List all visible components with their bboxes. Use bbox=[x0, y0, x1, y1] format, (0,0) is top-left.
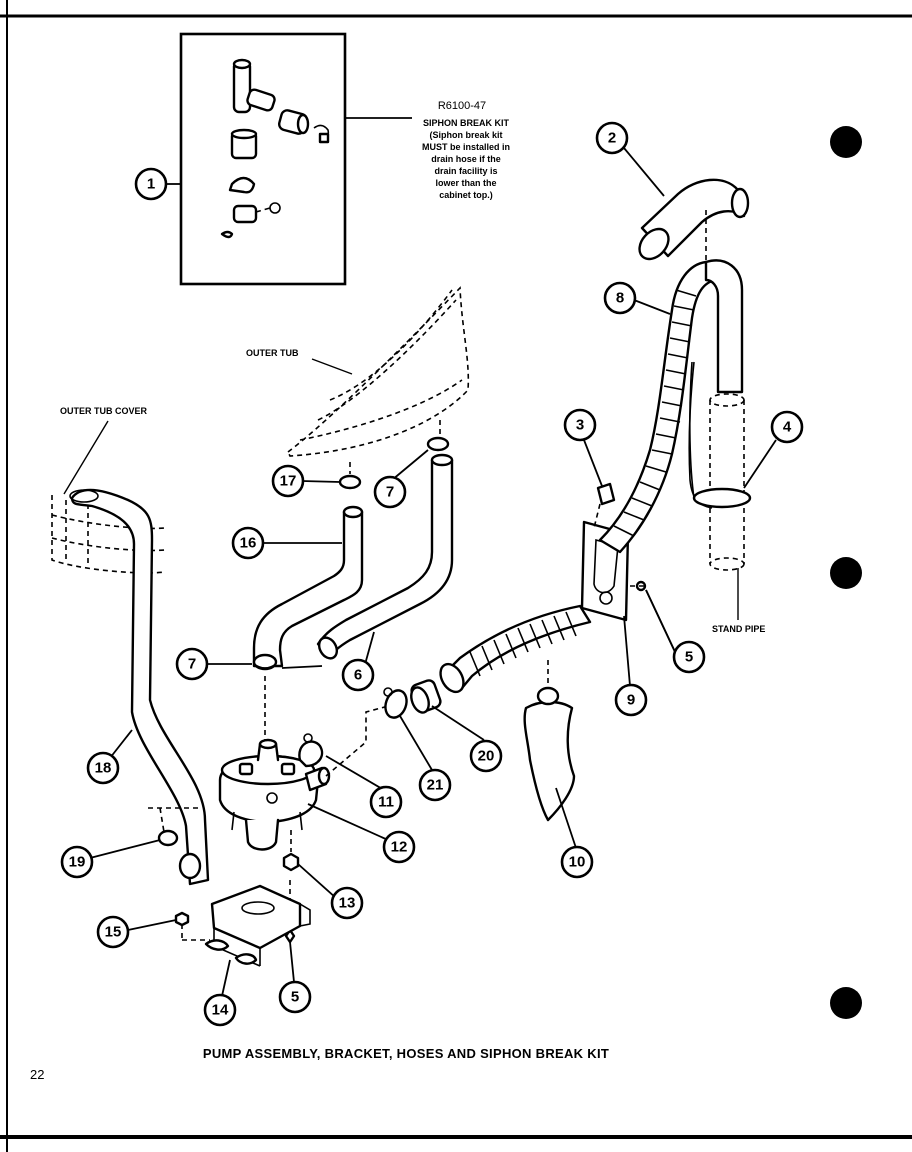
svg-text:5: 5 bbox=[685, 649, 693, 666]
siphon-kit-box bbox=[179, 32, 347, 286]
outer-tub-label: OUTER TUB bbox=[246, 348, 299, 358]
binder-hole-top bbox=[830, 126, 862, 158]
svg-text:17: 17 bbox=[280, 473, 297, 490]
page-title: PUMP ASSEMBLY, BRACKET, HOSES AND SIPHON… bbox=[202, 1046, 610, 1061]
page-number: 22 bbox=[30, 1067, 45, 1082]
svg-text:16: 16 bbox=[240, 535, 257, 552]
callout-6: 6 bbox=[341, 658, 375, 692]
kit-note-line-5: drain facility is bbox=[434, 166, 497, 176]
svg-text:15: 15 bbox=[105, 924, 122, 941]
clamp-7-upper bbox=[426, 436, 450, 452]
hose-guide-10 bbox=[523, 660, 576, 822]
elbow-2 bbox=[638, 178, 750, 262]
svg-text:20: 20 bbox=[478, 748, 495, 765]
svg-text:7: 7 bbox=[188, 656, 196, 673]
clamp-19 bbox=[148, 807, 200, 847]
callout-7-lower: 7 bbox=[175, 647, 209, 681]
coupling-20 bbox=[410, 679, 442, 714]
svg-text:18: 18 bbox=[95, 760, 112, 777]
pump-outlet-dashes bbox=[325, 703, 397, 777]
callout-1: 1 bbox=[134, 167, 168, 201]
svg-text:21: 21 bbox=[427, 777, 444, 794]
svg-text:6: 6 bbox=[354, 667, 362, 684]
strap-4 bbox=[689, 361, 752, 509]
outer-tub-cover-leader bbox=[63, 420, 109, 495]
callout-19: 19 bbox=[60, 845, 94, 879]
clamp-17 bbox=[338, 462, 362, 490]
kit-note: SIPHON BREAK KIT (Siphon break kit MUST … bbox=[422, 118, 510, 200]
kit-note-line-3: MUST be installed in bbox=[422, 142, 510, 152]
svg-text:5: 5 bbox=[291, 989, 299, 1006]
callout-18: 18 bbox=[86, 751, 120, 785]
callout-14: 14 bbox=[203, 993, 237, 1027]
outer-tub-cover bbox=[51, 495, 166, 574]
kit-note-line-7: cabinet top.) bbox=[439, 190, 493, 200]
callout-13: 13 bbox=[330, 886, 364, 920]
callout-10: 10 bbox=[560, 845, 594, 879]
callout-16: 16 bbox=[231, 526, 265, 560]
hose-18 bbox=[70, 488, 210, 886]
clip-3 bbox=[593, 482, 616, 529]
callout-2: 2 bbox=[595, 121, 629, 155]
callout-11: 11 bbox=[369, 785, 403, 819]
callout-9: 9 bbox=[614, 683, 648, 717]
kit-note-line-4: drain hose if the bbox=[431, 154, 501, 164]
svg-text:1: 1 bbox=[147, 176, 155, 193]
clamp-7-lower bbox=[252, 653, 278, 760]
callout-15: 15 bbox=[96, 915, 130, 949]
kit-note-line-2: (Siphon break kit bbox=[429, 130, 502, 140]
callout-4: 4 bbox=[770, 410, 804, 444]
svg-text:2: 2 bbox=[608, 130, 616, 147]
svg-text:7: 7 bbox=[386, 484, 394, 501]
kit-part-number: R6100-47 bbox=[438, 100, 486, 112]
svg-text:12: 12 bbox=[391, 839, 408, 856]
callout-21: 21 bbox=[418, 768, 452, 802]
svg-text:10: 10 bbox=[569, 854, 586, 871]
svg-text:8: 8 bbox=[616, 290, 624, 307]
hose-18-end bbox=[178, 852, 202, 880]
outer-tub-leader bbox=[311, 358, 353, 375]
svg-text:13: 13 bbox=[339, 895, 356, 912]
hose-16 bbox=[252, 510, 364, 668]
outer-tub-cover-label: OUTER TUB COVER bbox=[60, 406, 148, 416]
callout-5-upper: 5 bbox=[672, 640, 706, 674]
clamp-21 bbox=[383, 687, 408, 719]
drain-hose-9 bbox=[439, 604, 592, 694]
siphon-break-kit bbox=[179, 32, 347, 286]
pump-12 bbox=[218, 738, 331, 851]
screw-15 bbox=[174, 911, 210, 941]
callout-8: 8 bbox=[603, 281, 637, 315]
stand-pipe bbox=[709, 393, 745, 571]
svg-text:19: 19 bbox=[69, 854, 86, 871]
binder-hole-middle bbox=[830, 557, 862, 589]
svg-text:9: 9 bbox=[627, 692, 635, 709]
svg-text:14: 14 bbox=[212, 1002, 229, 1019]
bracket-14 bbox=[204, 884, 311, 967]
outer-tub bbox=[286, 286, 470, 457]
callout-17: 17 bbox=[271, 464, 305, 498]
callout-7-upper: 7 bbox=[373, 475, 407, 509]
kit-note-line-1: SIPHON BREAK KIT bbox=[423, 118, 510, 128]
callout-20: 20 bbox=[469, 739, 503, 773]
clamp-11 bbox=[298, 733, 324, 768]
binder-hole-bottom bbox=[830, 987, 862, 1019]
callout-3: 3 bbox=[563, 408, 597, 442]
callout-12: 12 bbox=[382, 830, 416, 864]
callout-5-lower: 5 bbox=[278, 980, 312, 1014]
kit-note-line-6: lower than the bbox=[435, 178, 496, 188]
stand-pipe-label: STAND PIPE bbox=[712, 624, 765, 634]
screw-5-upper bbox=[630, 580, 647, 592]
svg-text:4: 4 bbox=[783, 419, 792, 436]
nut-13 bbox=[282, 830, 300, 872]
svg-text:11: 11 bbox=[378, 794, 394, 811]
leader-lines bbox=[89, 147, 777, 997]
svg-text:3: 3 bbox=[576, 417, 584, 434]
